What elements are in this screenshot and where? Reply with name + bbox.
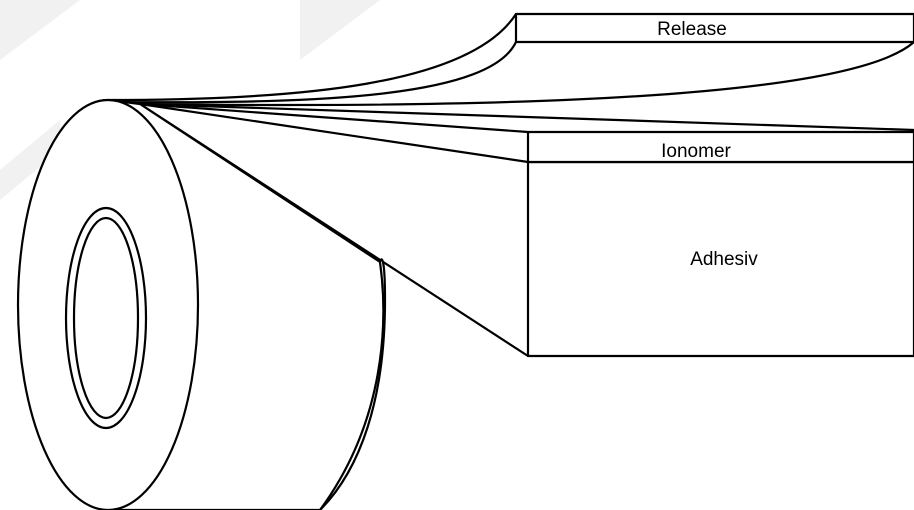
roll-core-inner	[72, 216, 140, 420]
ionomer-top-edge	[138, 102, 530, 134]
release-layer	[108, 12, 914, 107]
ionomer-layer	[138, 102, 914, 164]
roll-core-outer	[64, 206, 148, 430]
release-curve-inner	[118, 40, 518, 104]
watermark-background	[0, 0, 380, 200]
release-label: Release	[657, 19, 727, 40]
release-curve-top	[108, 12, 518, 102]
release-curve-bottom	[138, 40, 914, 107]
roll-face	[16, 98, 200, 510]
adhesive-label: Adhesiv	[690, 249, 758, 270]
tape-roll	[16, 98, 387, 510]
ionomer-bottom-edge	[138, 102, 530, 164]
ionomer-label: Ionomer	[661, 141, 731, 162]
roll-body-edge	[318, 260, 385, 510]
ionomer-far-edge	[138, 102, 914, 132]
